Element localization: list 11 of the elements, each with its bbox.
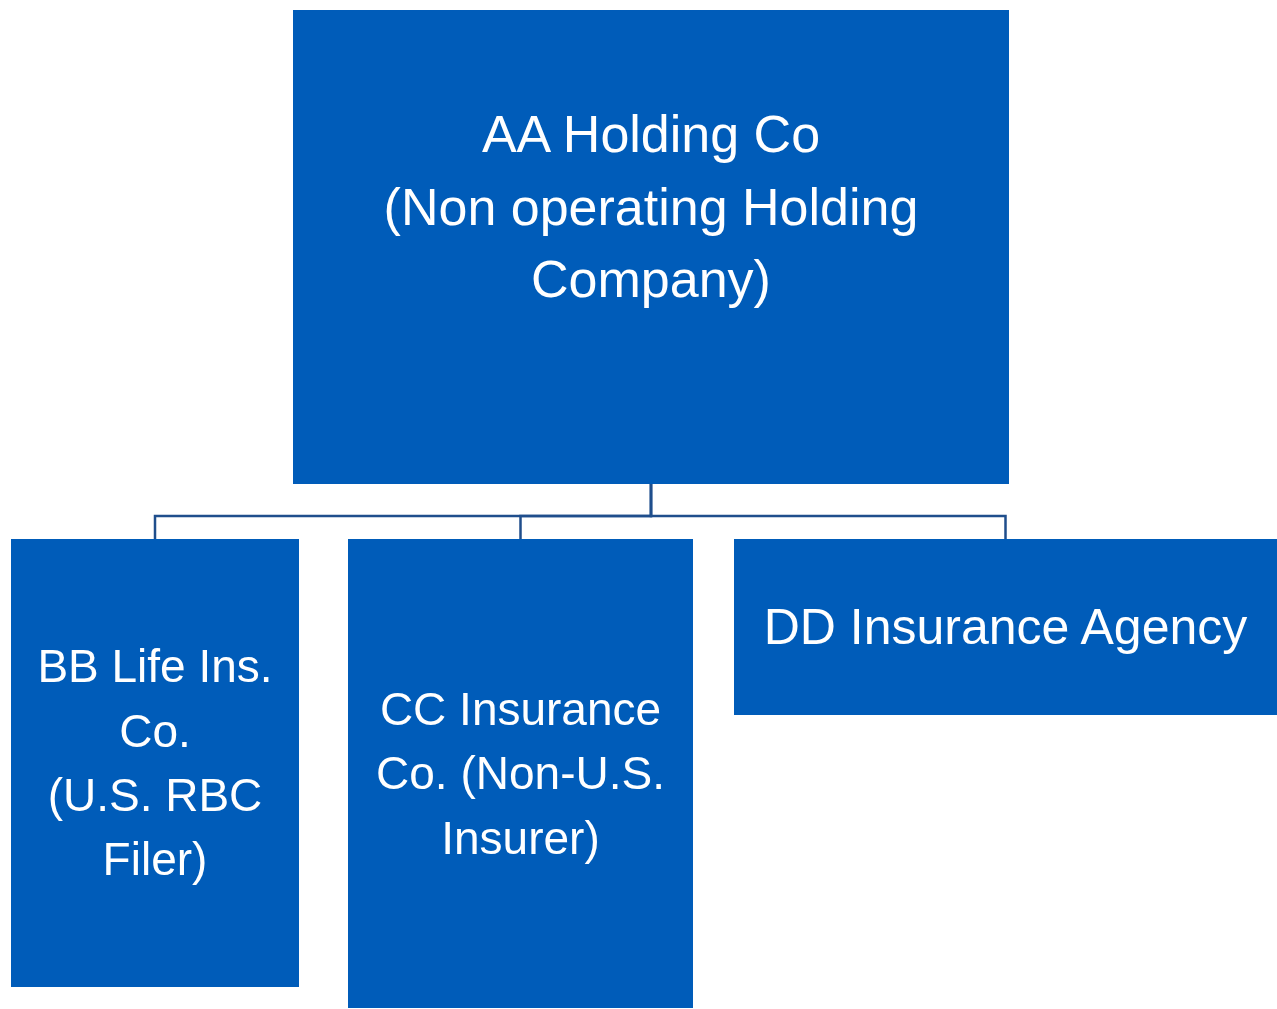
org-box bbox=[734, 539, 1277, 715]
connector-line bbox=[649, 484, 1007, 539]
box-label: DD Insurance Agency bbox=[763, 598, 1248, 657]
box-label: AA Holding Co bbox=[481, 103, 821, 165]
org-box bbox=[11, 539, 299, 987]
org-box bbox=[348, 539, 693, 1008]
box-label: BB Life Ins. Co. bbox=[36, 639, 274, 759]
box-label: (Non operating Holding Company) bbox=[382, 176, 920, 311]
box-label: (U.S. RBC Filer) bbox=[46, 768, 264, 888]
org-box bbox=[293, 10, 1009, 484]
box-label: CC Insurance Co. (Non-U.S. Insurer) bbox=[375, 681, 666, 866]
